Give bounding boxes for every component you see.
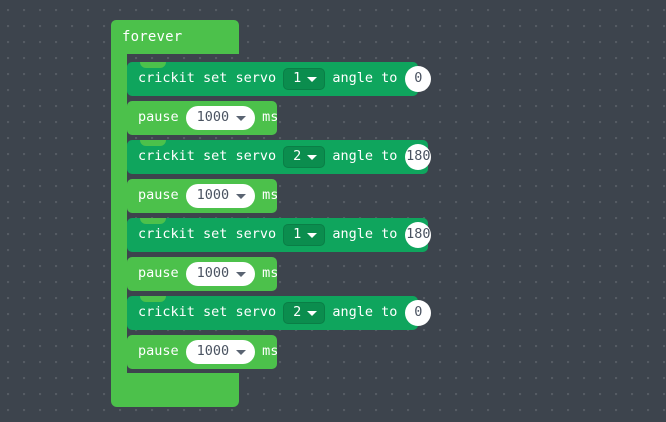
pause-duration-dropdown[interactable]: 1000: [185, 340, 256, 364]
pause-label: pause: [138, 343, 179, 360]
pause-label: pause: [138, 187, 179, 204]
forever-block-header[interactable]: forever: [111, 20, 239, 54]
pause-block[interactable]: pause 1000 ms: [127, 101, 279, 135]
servo-number-dropdown[interactable]: 2: [283, 302, 326, 324]
block-connector-notch: [140, 257, 166, 263]
angle-label: angle to: [332, 304, 398, 321]
angle-value: 180: [406, 148, 431, 165]
pause-unit-label: ms: [262, 109, 279, 126]
block-connector-notch: [140, 296, 166, 302]
pause-unit-label: ms: [262, 265, 279, 282]
forever-block-footer[interactable]: [111, 373, 239, 407]
chevron-down-icon: [236, 271, 247, 277]
crickit-set-servo-block[interactable]: crickit set servo 1 angle to 0: [127, 62, 432, 96]
forever-arm-fill: [111, 54, 127, 373]
servo-number-dropdown[interactable]: 2: [283, 146, 326, 168]
crickit-servo-label: crickit set servo: [138, 70, 277, 87]
pause-label: pause: [138, 265, 179, 282]
block-connector-notch: [140, 179, 166, 185]
chevron-down-icon: [236, 115, 247, 121]
angle-value: 0: [414, 70, 423, 87]
block-connector-notch: [140, 62, 166, 68]
pause-duration-dropdown[interactable]: 1000: [185, 106, 256, 130]
servo-number-value: 1: [293, 70, 302, 87]
pause-duration-value: 1000: [196, 187, 230, 204]
block-connector-notch: [140, 218, 166, 224]
crickit-servo-label: crickit set servo: [138, 304, 277, 321]
pause-block[interactable]: pause 1000 ms: [127, 257, 279, 291]
pause-duration-dropdown[interactable]: 1000: [185, 262, 256, 286]
angle-label: angle to: [332, 70, 398, 87]
chevron-down-icon: [307, 76, 318, 82]
angle-label: angle to: [332, 226, 398, 243]
crickit-set-servo-block[interactable]: crickit set servo 2 angle to 0: [127, 296, 432, 330]
angle-value: 180: [406, 226, 431, 243]
angle-value-field[interactable]: 180: [405, 222, 432, 248]
pause-duration-dropdown[interactable]: 1000: [185, 184, 256, 208]
angle-value: 0: [414, 304, 423, 321]
block-connector-notch: [140, 140, 166, 146]
servo-number-value: 2: [293, 304, 302, 321]
chevron-down-icon: [236, 193, 247, 199]
crickit-set-servo-block[interactable]: crickit set servo 1 angle to 180: [127, 218, 432, 252]
pause-duration-value: 1000: [196, 265, 230, 282]
pause-duration-value: 1000: [196, 109, 230, 126]
servo-number-value: 2: [293, 148, 302, 165]
pause-unit-label: ms: [262, 343, 279, 360]
pause-unit-label: ms: [262, 187, 279, 204]
forever-block-arm: [111, 54, 239, 373]
chevron-down-icon: [307, 232, 318, 238]
servo-number-dropdown[interactable]: 1: [283, 224, 326, 246]
angle-value-field[interactable]: 0: [405, 300, 432, 326]
servo-number-dropdown[interactable]: 1: [283, 68, 326, 90]
forever-block[interactable]: forever: [111, 20, 239, 54]
angle-label: angle to: [332, 148, 398, 165]
forever-footer-notch: [127, 373, 163, 380]
crickit-servo-label: crickit set servo: [138, 226, 277, 243]
angle-value-field[interactable]: 0: [405, 66, 432, 92]
block-connector-notch: [140, 335, 166, 341]
crickit-servo-label: crickit set servo: [138, 148, 277, 165]
pause-block[interactable]: pause 1000 ms: [127, 179, 279, 213]
block-connector-notch: [140, 101, 166, 107]
forever-label: forever: [122, 29, 183, 45]
chevron-down-icon: [307, 154, 318, 160]
pause-duration-value: 1000: [196, 343, 230, 360]
pause-block[interactable]: pause 1000 ms: [127, 335, 279, 369]
servo-number-value: 1: [293, 226, 302, 243]
chevron-down-icon: [307, 310, 318, 316]
angle-value-field[interactable]: 180: [405, 144, 432, 170]
chevron-down-icon: [236, 349, 247, 355]
pause-label: pause: [138, 109, 179, 126]
crickit-set-servo-block[interactable]: crickit set servo 2 angle to 180: [127, 140, 432, 174]
